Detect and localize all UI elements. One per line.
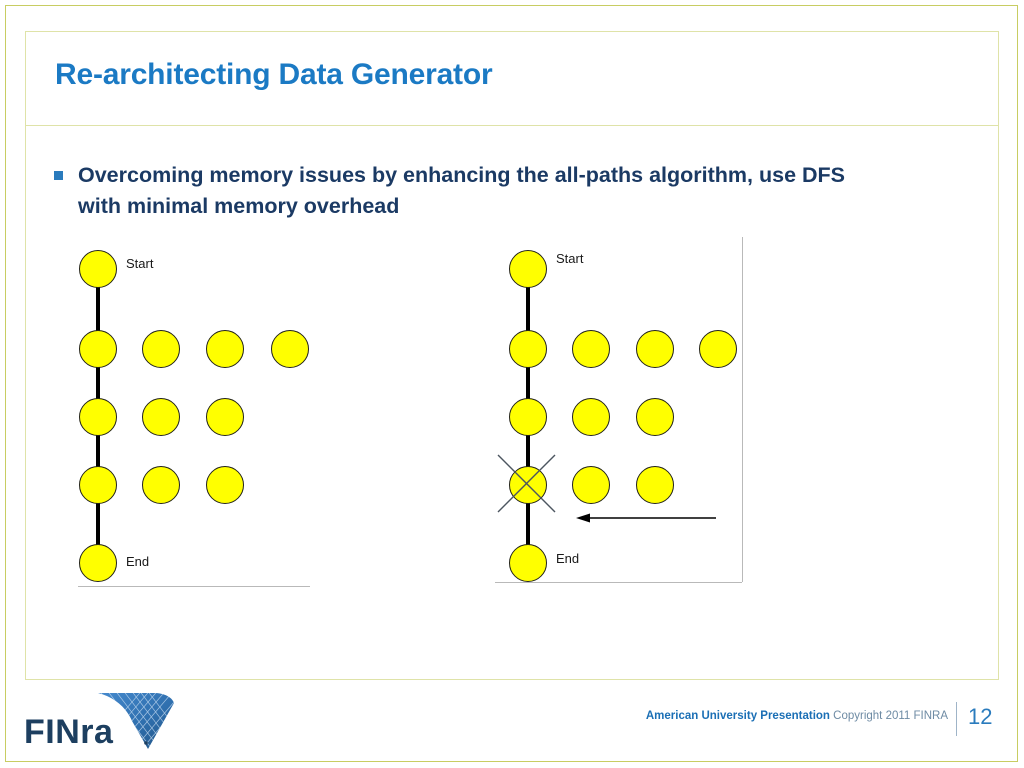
graph-node[interactable] [572, 466, 610, 504]
graph-node[interactable] [79, 398, 117, 436]
graph-label-start: Start [126, 256, 154, 271]
graph-node[interactable] [572, 330, 610, 368]
slide-footer: FINra American University Presentation C… [0, 686, 1024, 768]
diagram-box-right-border [742, 237, 743, 582]
graph-label-end: End [556, 551, 580, 566]
graph-edge [96, 335, 100, 401]
footer-credit: American University Presentation Copyrig… [646, 710, 948, 722]
graph-node[interactable] [572, 398, 610, 436]
graph-node[interactable] [142, 398, 180, 436]
graph-node[interactable] [79, 330, 117, 368]
graph-edge [96, 471, 100, 547]
footer-credit-light: Copyright 2011 FINRA [833, 710, 948, 722]
graph-node[interactable] [636, 330, 674, 368]
backtrack-arrow-left-icon [576, 513, 716, 523]
footer-divider [956, 702, 957, 736]
diagram-baseline [78, 586, 310, 587]
footer-credit-strong: American University Presentation [645, 710, 830, 722]
graph-node-end[interactable] [509, 544, 547, 582]
graph-node[interactable] [79, 466, 117, 504]
title-divider [25, 125, 999, 126]
graph-edge [526, 275, 530, 333]
graph-edge [96, 403, 100, 469]
graph-node[interactable] [206, 330, 244, 368]
graph-node[interactable] [142, 466, 180, 504]
bullet-text: Overcoming memory issues by enhancing th… [78, 163, 846, 218]
graph-node-end[interactable] [79, 544, 117, 582]
page-number: 12 [968, 704, 993, 729]
graph-edge [526, 335, 530, 401]
graph-edge [96, 275, 100, 333]
graph-node[interactable] [699, 330, 737, 368]
graph-node[interactable] [636, 466, 674, 504]
graph-node[interactable] [509, 330, 547, 368]
diagram-box-bottom-border [495, 582, 742, 583]
diagram-dfs-graph: Start End [490, 230, 790, 590]
cross-out-icon [497, 454, 556, 513]
graph-edge [526, 471, 530, 547]
page-title: Re-architecting Data Generator [55, 58, 493, 91]
graph-node[interactable] [142, 330, 180, 368]
graph-label-end: End [126, 554, 150, 569]
finra-logo: FINra [24, 693, 174, 751]
graph-node[interactable] [206, 466, 244, 504]
graph-node[interactable] [636, 398, 674, 436]
graph-node-start[interactable] [79, 250, 117, 288]
graph-label-start: Start [556, 251, 584, 266]
graph-node[interactable] [271, 330, 309, 368]
graph-edge [526, 403, 530, 469]
graph-node[interactable] [509, 398, 547, 436]
graph-node[interactable] [206, 398, 244, 436]
diagram-all-paths-graph: Start End [60, 235, 360, 595]
graph-node-start[interactable] [509, 250, 547, 288]
square-bullet-icon [54, 171, 63, 180]
svg-text:FINra: FINra [24, 713, 114, 751]
